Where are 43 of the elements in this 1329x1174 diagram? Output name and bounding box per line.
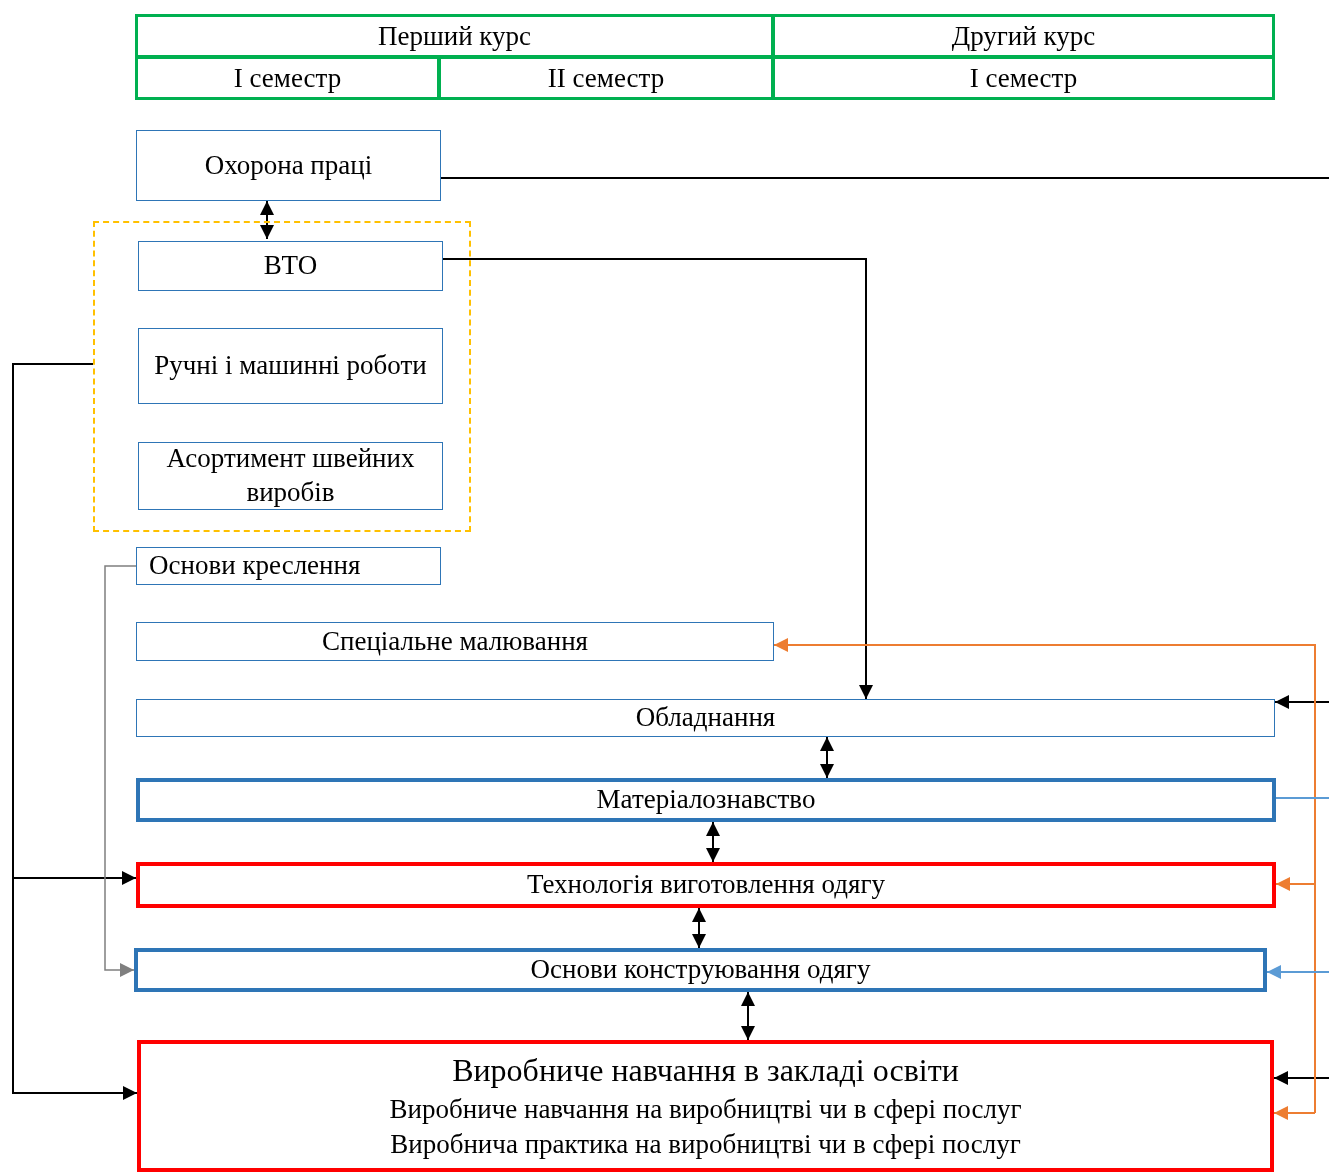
process-box (138, 442, 443, 510)
process-box (136, 130, 441, 201)
process-box (137, 1040, 1274, 1172)
process-box (136, 699, 1275, 737)
arrow (692, 907, 706, 949)
table-header-cell: І семестр (135, 56, 440, 100)
node-text: Ручні і машинні роботи (154, 349, 427, 383)
process-box (136, 862, 1276, 908)
node-text: ВТО (263, 249, 318, 283)
table-header-cell: Перший курс (135, 14, 774, 58)
process-box (136, 778, 1276, 822)
arrow (1274, 695, 1329, 709)
process-box (134, 948, 1267, 992)
arrow (104, 565, 137, 977)
process-box (136, 622, 774, 661)
arrow (1275, 877, 1316, 891)
arrow (12, 363, 138, 1100)
node-text: Охорона праці (204, 148, 373, 182)
arrow (1273, 1106, 1316, 1120)
arrow (260, 200, 274, 240)
node-text: Матеріалознавство (596, 783, 816, 817)
node-text: Спеціальне малювання (321, 624, 588, 658)
table-header-cell: ІІ семестр (438, 56, 774, 100)
node-text: Основи конструювання одягу (530, 953, 871, 987)
arrow (773, 638, 1316, 1114)
process-box (138, 328, 443, 404)
arrow (741, 991, 755, 1041)
process-box (136, 547, 441, 585)
arrow (706, 821, 720, 863)
table-header-cell: І семестр (772, 56, 1275, 100)
process-box (138, 241, 443, 291)
table-header-cell: Другий курс (772, 14, 1275, 58)
node-text: Основи креслення (149, 549, 361, 583)
node-text: Обладнання (635, 701, 776, 735)
node-subtext: Виробниче навчання на виробництві чи в сфері послуг (389, 1092, 1022, 1126)
node-text: Виробниче навчання в закладі освіти (452, 1051, 959, 1091)
arrow (1266, 965, 1329, 979)
arrow (1273, 1071, 1329, 1085)
node-subtext: Виробнича практика на виробництві чи в сфері послуг (390, 1127, 1021, 1161)
dashed-group-box (93, 221, 471, 532)
arrow (820, 736, 834, 779)
node-text: Технологія виготовлення одягу (527, 868, 885, 902)
node-text: Асортимент швейних виробів (165, 442, 416, 509)
